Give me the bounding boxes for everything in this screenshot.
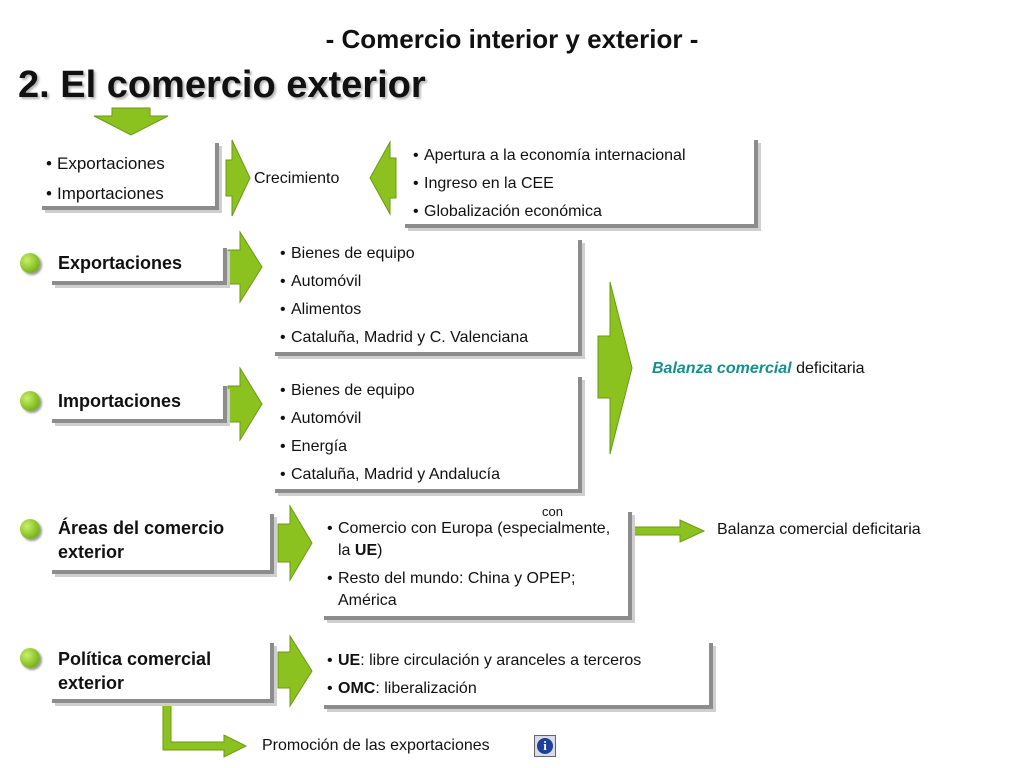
policy-list-box: UE: libre circulación y aranceles a terc…: [324, 643, 713, 709]
policy-arrow-icon: [277, 634, 313, 708]
info-icon[interactable]: i: [534, 735, 556, 757]
policy-item1-bold: UE: [338, 652, 361, 669]
exports-arrow-icon: [227, 230, 263, 304]
areas-label: Áreas del comercio exterior: [58, 518, 225, 562]
areas-result-text: Balanza comercial deficitaria: [717, 521, 921, 538]
info-icon-glyph: i: [537, 738, 553, 754]
areas-item1-bold: UE: [354, 542, 378, 559]
list-item: Exportaciones: [46, 149, 165, 179]
exports-list-box: Bienes de equipo Automóvil Alimentos Cat…: [275, 240, 582, 356]
policy-item2-bold: OMC: [338, 680, 376, 697]
list-item: Apertura a la economía internacional: [413, 142, 686, 170]
areas-list-box: Comercio con Europa (especialmente, la U…: [324, 512, 632, 620]
subtitle: - Comercio interior y exterior -: [325, 24, 699, 54]
export-promotion-text: Promoción de las exportaciones: [262, 737, 490, 754]
imports-label-box: Importaciones: [52, 386, 227, 423]
list-item: Resto del mundo: China y OPEP; América: [327, 568, 617, 612]
list-item: UE: libre circulación y aranceles a terc…: [327, 647, 641, 675]
policy-item2-rest: : liberalización: [375, 680, 477, 697]
con-label: con: [542, 504, 563, 519]
areas-label-box: Áreas del comercio exterior: [52, 514, 274, 574]
trade-balance-rest: deficitaria: [791, 360, 865, 377]
list-item: Importaciones: [46, 179, 165, 209]
imports-bullet-dot: [20, 391, 40, 411]
policy-label: Política comercial exterior: [58, 649, 212, 693]
list-item: Comercio con Europa (especialmente, la U…: [327, 518, 617, 562]
policy-label-box: Política comercial exterior: [52, 643, 274, 703]
list-item: OMC: liberalización: [327, 675, 641, 703]
list-item: Alimentos: [280, 296, 528, 324]
policy-bullet-dot: [20, 648, 40, 668]
list-item: Automóvil: [280, 268, 528, 296]
growth-label: Crecimiento: [254, 170, 340, 187]
imports-arrow-icon: [227, 366, 263, 442]
trade-balance-text: Balanza comercial deficitaria: [652, 360, 865, 378]
page-title: 2. El comercio exterior: [18, 64, 426, 106]
list-item: Energía: [280, 433, 500, 461]
imports-list-box: Bienes de equipo Automóvil Energía Catal…: [275, 377, 582, 493]
promo-arrow-icon: [162, 703, 248, 758]
right-arrow-icon: [225, 139, 251, 217]
areas-arrow-icon: [277, 504, 313, 582]
list-item: Cataluña, Madrid y Andalucía: [280, 461, 500, 489]
growth-factors-box: Apertura a la economía internacional Ing…: [405, 140, 758, 228]
list-item: Ingreso en la CEE: [413, 170, 686, 198]
down-arrow-icon: [93, 107, 169, 136]
list-item: Cataluña, Madrid y C. Valenciana: [280, 324, 528, 352]
list-item: Bienes de equipo: [280, 377, 500, 405]
exports-bullet-dot: [20, 253, 40, 273]
policy-item1-rest: : libre circulación y aranceles a tercer…: [360, 652, 642, 669]
balance-arrow-icon: [597, 281, 633, 455]
list-item: Globalización económica: [413, 198, 686, 226]
areas-item1-pre: Comercio con Europa (especialmente, la: [338, 520, 611, 559]
list-item: Automóvil: [280, 405, 500, 433]
exports-label-box: Exportaciones: [52, 248, 227, 285]
areas-bullet-dot: [20, 519, 40, 539]
areas-item1-post: ): [377, 542, 383, 559]
list-item: Bienes de equipo: [280, 240, 528, 268]
trade-flows-box: Exportaciones Importaciones: [42, 143, 219, 210]
trade-balance-term: Balanza comercial: [652, 360, 792, 377]
imports-label: Importaciones: [58, 391, 182, 411]
left-arrow-icon: [369, 140, 397, 216]
exports-label: Exportaciones: [58, 253, 183, 273]
